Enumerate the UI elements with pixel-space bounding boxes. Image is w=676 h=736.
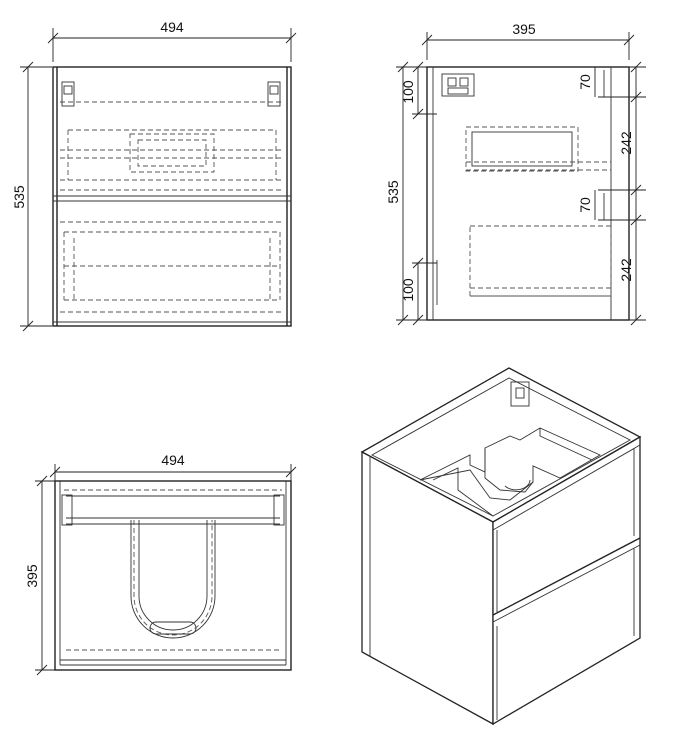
isometric-view	[360, 367, 642, 726]
side-top-offset-dimension: 100	[400, 61, 437, 120]
side-lower-drawer-label: 242	[618, 258, 634, 282]
iso-bracket-icon	[510, 381, 530, 407]
top-view: 494 395	[24, 452, 297, 676]
siphon-cutout-icon	[149, 621, 197, 635]
left-hanging-bracket-icon	[61, 81, 75, 107]
side-upper-gap-label: 70	[577, 74, 593, 90]
side-top-offset-label: 100	[400, 80, 416, 104]
top-width-label: 494	[161, 452, 185, 468]
side-depth-label: 395	[512, 21, 536, 37]
front-width-label: 494	[160, 19, 184, 35]
front-height-dimension: 535	[11, 61, 52, 332]
top-left-bracket-icon	[61, 494, 73, 526]
side-bracket-icon	[441, 73, 475, 97]
front-cabinet-body	[52, 66, 292, 327]
right-hanging-bracket-icon	[267, 81, 281, 107]
front-view: 494 535	[11, 19, 297, 332]
front-height-label: 535	[11, 185, 27, 209]
side-upper-drawer-label: 242	[618, 131, 634, 155]
side-height-dimension: 535	[385, 61, 427, 326]
front-width-dimension: 494	[47, 19, 297, 62]
side-bottom-offset-dimension: 100	[400, 257, 437, 326]
side-depth-dimension: 395	[421, 21, 635, 60]
side-height-label: 535	[385, 180, 401, 204]
side-bottom-offset-label: 100	[400, 278, 416, 302]
top-cabinet-body	[54, 480, 292, 671]
side-right-dimensions: 70 242 70 242	[577, 61, 646, 326]
top-width-dimension: 494	[49, 452, 297, 490]
side-cabinet-body	[426, 66, 630, 321]
side-lower-gap-label: 70	[577, 197, 593, 213]
top-right-bracket-icon	[273, 494, 285, 526]
top-depth-dimension: 395	[24, 475, 56, 676]
top-depth-label: 395	[24, 564, 40, 588]
side-view: 395 535 100 100	[385, 21, 646, 326]
